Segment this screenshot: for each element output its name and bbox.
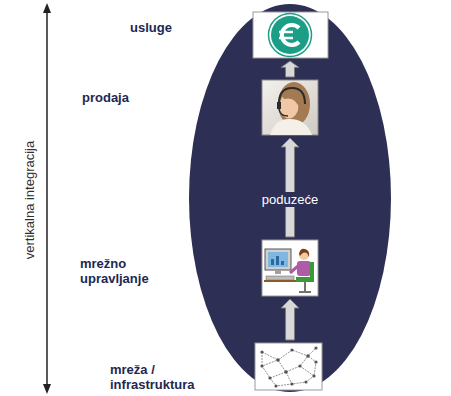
enterprise-ellipse: usluge prodaja mrežno upravljanje mreža / i… bbox=[188, 3, 392, 393]
ellipse-shape bbox=[189, 4, 391, 392]
call-center-photo bbox=[262, 80, 318, 135]
layer-icon-box: mrežno upravljanje bbox=[262, 240, 318, 296]
layer-icon-box: mreža / infrastruktura bbox=[255, 343, 322, 390]
euro-icon bbox=[253, 12, 328, 58]
layer-icon-box: prodaja bbox=[262, 80, 318, 135]
layer-label: mrežno upravljanje bbox=[80, 256, 175, 286]
layer-label: mreža / infrastruktura bbox=[110, 362, 210, 392]
network-graph-icon bbox=[255, 343, 322, 390]
axis-label: vertikalna integracija bbox=[22, 130, 38, 270]
vertical-axis-arrow bbox=[43, 3, 51, 394]
block-arrow bbox=[281, 299, 299, 340]
enterprise-label: poduzeće bbox=[258, 192, 322, 207]
block-arrow bbox=[281, 61, 299, 77]
block-arrow bbox=[281, 138, 299, 237]
layer-label: usluge bbox=[130, 20, 172, 35]
network-management-icon bbox=[262, 240, 318, 296]
layer-label: prodaja bbox=[82, 90, 129, 105]
layer-icon-box: usluge bbox=[253, 12, 328, 58]
